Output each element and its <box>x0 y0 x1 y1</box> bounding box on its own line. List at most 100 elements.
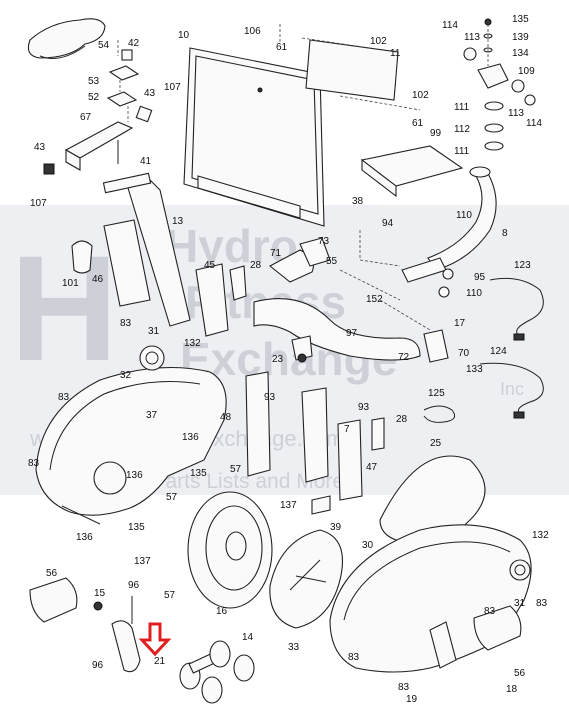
label-111a: 111 <box>454 102 470 113</box>
seat-underside <box>39 45 86 59</box>
cables <box>423 277 544 423</box>
label-112: 112 <box>454 124 470 135</box>
seat <box>27 18 106 59</box>
console-screen <box>191 55 319 215</box>
label-57a: 57 <box>230 464 242 475</box>
label-52: 52 <box>88 92 100 103</box>
shroud-32-bottom <box>61 505 101 525</box>
seat-slider <box>64 121 134 159</box>
label-73: 73 <box>318 236 330 247</box>
knob-110b <box>438 286 450 298</box>
label-21: 21 <box>154 656 166 667</box>
label-97: 97 <box>346 328 358 339</box>
cable-125 <box>423 405 456 423</box>
knob-113b <box>511 79 525 93</box>
left-shroud <box>35 345 227 525</box>
right-shroud <box>329 524 532 673</box>
grip-70 <box>423 329 449 363</box>
clip-28b <box>371 417 385 451</box>
label-93a: 93 <box>264 392 276 403</box>
tube-73 <box>299 237 331 267</box>
part-labels: 54 42 53 52 43 107 67 43 41 107 10 106 6… <box>28 14 549 705</box>
bushing-111b <box>484 141 504 151</box>
label-56b: 56 <box>514 668 526 679</box>
label-139: 139 <box>512 32 529 43</box>
seat-clamp <box>106 91 138 107</box>
label-47: 47 <box>366 462 378 473</box>
label-106: 106 <box>244 26 261 37</box>
cable-123 <box>489 277 544 337</box>
label-93b: 93 <box>358 402 370 413</box>
label-72: 72 <box>398 352 410 363</box>
dumbbell-a-end-2 <box>209 640 231 668</box>
label-99: 99 <box>430 128 442 139</box>
shroud-32-hub <box>93 461 127 495</box>
label-111b: 111 <box>454 146 470 157</box>
cup-101 <box>71 240 93 274</box>
knob-113a <box>463 47 477 61</box>
label-55: 55 <box>326 256 338 267</box>
label-43a: 43 <box>144 88 156 99</box>
label-42: 42 <box>128 38 140 49</box>
shroud-47 <box>337 419 363 501</box>
label-83f: 83 <box>348 652 360 663</box>
label-7: 7 <box>344 424 350 435</box>
label-132a: 132 <box>184 338 201 349</box>
knob-95 <box>442 268 454 280</box>
label-10: 10 <box>178 30 190 41</box>
label-11: 11 <box>390 48 401 59</box>
label-135a: 135 <box>512 14 529 25</box>
label-16: 16 <box>216 606 228 617</box>
label-25: 25 <box>430 438 442 449</box>
label-43b: 43 <box>34 142 46 153</box>
seat-carriage <box>108 65 140 81</box>
flywheel-assembly <box>187 491 344 629</box>
cable-124 <box>479 362 544 415</box>
label-125: 125 <box>428 388 445 399</box>
label-41: 41 <box>140 156 152 167</box>
bushing-111a <box>484 101 504 111</box>
bracket-38-side <box>361 158 397 198</box>
shroud-48 <box>245 371 271 477</box>
label-54: 54 <box>98 40 110 51</box>
frame-assembly <box>71 172 454 363</box>
cable-123-plug <box>513 333 525 341</box>
frame-13-top <box>102 172 152 194</box>
label-110a: 110 <box>456 210 472 221</box>
tube-109 <box>477 63 509 89</box>
label-57c: 57 <box>164 590 176 601</box>
console-camera <box>257 87 263 93</box>
label-17: 17 <box>454 318 466 329</box>
label-123: 123 <box>514 260 531 271</box>
label-39: 39 <box>330 522 342 533</box>
label-113a: 113 <box>464 32 480 43</box>
upright-tube-top <box>469 166 491 178</box>
crank-21 <box>111 620 141 673</box>
label-14: 14 <box>242 632 254 643</box>
label-83d: 83 <box>536 598 548 609</box>
label-67: 67 <box>80 112 92 123</box>
ring-31a-inner <box>145 351 159 365</box>
label-37: 37 <box>146 410 158 421</box>
ring-31b <box>509 559 531 581</box>
shroud-45 <box>195 263 229 337</box>
label-107b: 107 <box>30 198 47 209</box>
belt-25 <box>379 455 486 548</box>
label-102a: 102 <box>370 36 387 47</box>
label-46: 46 <box>92 274 104 285</box>
label-31b: 31 <box>514 598 526 609</box>
part-39 <box>311 495 331 515</box>
pedal-56b <box>473 605 522 651</box>
label-133: 133 <box>466 364 483 375</box>
label-61b: 61 <box>412 118 424 129</box>
shroud-30-inner <box>343 541 511 621</box>
clip-28a <box>229 265 247 301</box>
label-15: 15 <box>94 588 106 599</box>
handlebar-mount <box>291 335 313 361</box>
shroud-32 <box>35 366 227 516</box>
label-23: 23 <box>272 354 284 365</box>
label-32: 32 <box>120 370 132 381</box>
label-152: 152 <box>366 294 383 305</box>
label-94: 94 <box>382 218 394 229</box>
